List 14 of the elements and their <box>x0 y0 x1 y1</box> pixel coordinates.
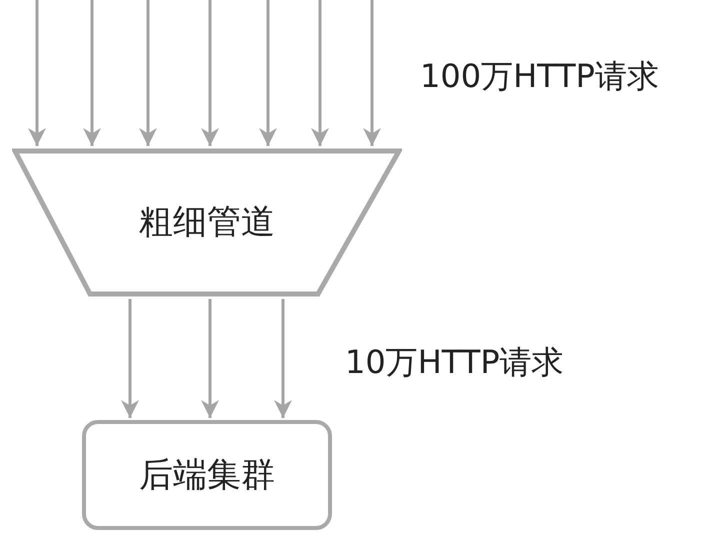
node-label: 粗细管道 <box>139 201 275 244</box>
request-count-label: 10万HTTP请求 <box>345 342 564 383</box>
arrow <box>259 0 277 146</box>
arrow <box>83 0 101 146</box>
arrow <box>121 299 139 418</box>
request-count-label: 100万HTTP请求 <box>420 56 659 97</box>
arrow <box>274 299 292 418</box>
arrow <box>28 0 46 146</box>
node-label: 后端集群 <box>139 454 275 496</box>
arrow <box>139 0 157 146</box>
arrow <box>201 0 219 146</box>
arrow <box>363 0 381 146</box>
arrow <box>201 299 219 418</box>
arrow <box>311 0 329 146</box>
